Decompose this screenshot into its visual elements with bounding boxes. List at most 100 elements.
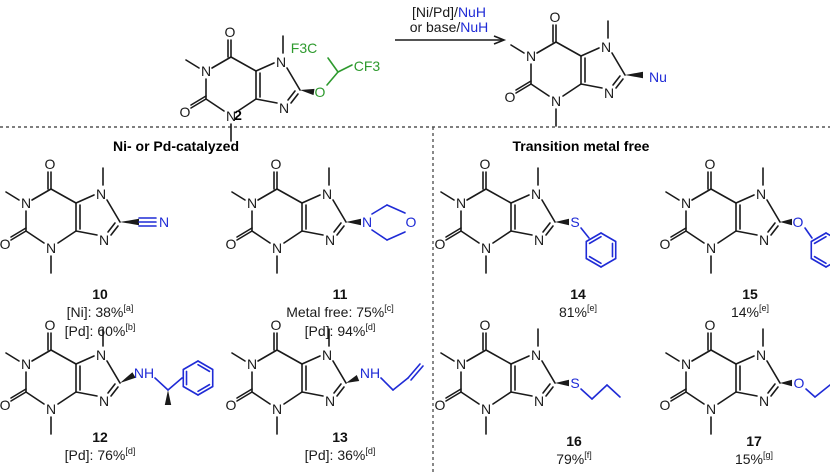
nitrogen-atom: N xyxy=(276,54,286,70)
nitrogen-atom: N xyxy=(96,347,106,363)
yield-text: [Pd]: 60%[b] xyxy=(65,322,136,339)
footnote-mark: [d] xyxy=(365,322,375,332)
oxygen-atom: O xyxy=(271,156,282,172)
trifluoromethyl-group: F3C xyxy=(291,40,317,56)
oxygen-atom: O xyxy=(0,236,11,252)
nitrogen-atom: N xyxy=(531,347,541,363)
footnote-mark: [e] xyxy=(759,303,769,313)
nitrogen-atom: N xyxy=(226,108,236,124)
nitrogen-atom: N xyxy=(21,356,31,372)
oxygen-atom: O xyxy=(45,156,56,172)
reaction-arrowhead xyxy=(493,35,507,45)
nitrogen-atom: N xyxy=(481,240,491,256)
heading-ni-pd-catalyzed: Ni- or Pd-catalyzed xyxy=(113,138,239,154)
footnote-mark: [d] xyxy=(365,446,375,456)
oxygen-atom: O xyxy=(550,9,561,25)
nitrogen-atom: N xyxy=(279,100,289,116)
yield-text: [Ni]: 38%[a] xyxy=(67,303,134,320)
nitrogen-atom: N xyxy=(46,401,56,417)
nucleophile-label: Nu xyxy=(649,69,667,85)
compound-label-17: 17 xyxy=(746,433,762,449)
footnote-mark: [e] xyxy=(587,303,597,313)
nitrogen-atom: N xyxy=(325,232,335,248)
oxygen-atom: O xyxy=(705,156,716,172)
nitrogen-atom: N xyxy=(526,48,536,64)
nitrogen-atom: N xyxy=(99,232,109,248)
morpholine-oxygen: O xyxy=(406,214,417,230)
compound-label-11: 11 xyxy=(333,286,348,302)
footnote-mark: [c] xyxy=(384,303,394,313)
nitrogen-atom: N xyxy=(456,195,466,211)
nitrogen-atom: N xyxy=(531,186,541,202)
nitrogen-atom: N xyxy=(322,186,332,202)
oxygen-atom: O xyxy=(660,397,671,413)
yield-text: [Pd]: 94%[d] xyxy=(305,322,376,339)
nitrogen-atom: N xyxy=(247,195,257,211)
compound-label-14: 14 xyxy=(570,286,586,302)
oxygen-atom: O xyxy=(435,236,446,252)
sulfur-atom: S xyxy=(570,375,579,391)
oxygen-atom: O xyxy=(793,214,804,230)
nitrogen-atom: N xyxy=(325,393,335,409)
footnote-mark: [a] xyxy=(123,303,133,313)
sulfur-atom: S xyxy=(570,214,579,230)
oxygen-atom: O xyxy=(315,84,326,100)
footnote-mark: [g] xyxy=(763,450,773,460)
nitrogen-atom: N xyxy=(481,401,491,417)
nitrogen-atom: N xyxy=(681,356,691,372)
yield-text: [Pd]: 76%[d] xyxy=(65,446,136,463)
nitrogen-atom: N xyxy=(96,186,106,202)
nitrogen-atom: N xyxy=(604,85,614,101)
nitrogen-atom: N xyxy=(99,393,109,409)
oxygen-atom: O xyxy=(226,397,237,413)
reagent-line-2: or base/NuH xyxy=(410,19,489,35)
yield-text: [Pd]: 36%[d] xyxy=(305,446,376,463)
nitrogen-atom: N xyxy=(201,63,211,79)
yield-text: 14%[e] xyxy=(731,303,769,320)
nitrogen-atom: N xyxy=(759,232,769,248)
nitrogen-atom: N xyxy=(247,356,257,372)
oxygen-atom: O xyxy=(705,317,716,333)
nitrogen-atom: N xyxy=(534,393,544,409)
compound-label-15: 15 xyxy=(742,286,758,302)
oxygen-atom: O xyxy=(45,317,56,333)
oxygen-atom: O xyxy=(480,317,491,333)
morpholine-nitrogen: N xyxy=(362,214,372,230)
nitrogen-atom: N xyxy=(272,401,282,417)
compound-label-16: 16 xyxy=(566,433,582,449)
oxygen-atom: O xyxy=(505,89,516,105)
amine-nh: NH xyxy=(360,365,380,381)
oxygen-atom: O xyxy=(0,397,11,413)
reagent-nuh-1: NuH xyxy=(458,4,486,20)
footnote-mark: [d] xyxy=(125,446,135,456)
nitrogen-atom: N xyxy=(601,39,611,55)
nitrogen-atom: N xyxy=(272,240,282,256)
nitrogen-atom: N xyxy=(21,195,31,211)
nitrogen-atom: N xyxy=(681,195,691,211)
yield-text: Metal free: 75%[c] xyxy=(286,303,394,320)
yield-text: 15%[g] xyxy=(735,450,773,467)
oxygen-atom: O xyxy=(435,397,446,413)
starting-material-label: 2 xyxy=(234,107,242,123)
nitrogen-atom: N xyxy=(759,393,769,409)
reagent-line-1: [Ni/Pd]/NuH xyxy=(412,4,486,20)
compound-label-12: 12 xyxy=(92,429,108,445)
nitrogen-atom: N xyxy=(756,347,766,363)
heading-transition-metal-free: Transition metal free xyxy=(513,138,650,154)
compound-label-13: 13 xyxy=(332,429,348,445)
oxygen-atom: O xyxy=(480,156,491,172)
oxygen-atom: O xyxy=(225,24,236,40)
oxygen-atom: O xyxy=(180,104,191,120)
oxygen-atom: O xyxy=(660,236,671,252)
nitrogen-atom: N xyxy=(46,240,56,256)
nitrogen-atom: N xyxy=(551,93,561,109)
amine-nh: NH xyxy=(134,365,154,381)
nitrile-nitrogen: N xyxy=(159,214,169,230)
